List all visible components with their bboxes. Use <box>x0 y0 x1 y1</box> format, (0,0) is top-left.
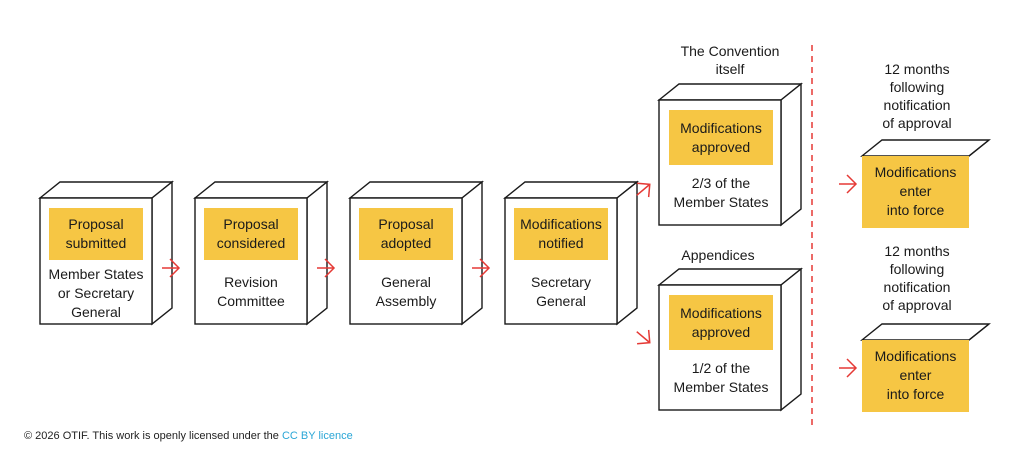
step-label-highlight <box>49 208 143 260</box>
result-arrow <box>839 358 858 378</box>
arrow-head <box>169 258 181 278</box>
step-label: Proposal <box>68 216 123 232</box>
result-highlight <box>862 156 969 228</box>
timing-text: 12 months <box>884 61 949 77</box>
cube-side <box>461 180 483 326</box>
result-label: Modifications <box>875 164 957 180</box>
step-description: General <box>71 304 121 320</box>
cube-top <box>348 181 484 199</box>
step-arrow <box>317 258 336 278</box>
branch-label: Modifications <box>680 120 762 136</box>
arrow-head <box>637 329 651 345</box>
cube-side <box>780 82 802 227</box>
result-label: into force <box>887 202 945 218</box>
step-description: Member States <box>49 266 144 282</box>
footer-text: © 2026 OTIF. This work is openly license… <box>24 430 282 442</box>
cube-side <box>780 267 802 412</box>
branch-description: 2/3 of the <box>692 175 751 191</box>
result-edge <box>968 139 990 157</box>
branch-description: 1/2 of the <box>692 360 751 376</box>
cube-top <box>38 181 174 199</box>
timing-text: of approval <box>882 297 951 313</box>
step-label: notified <box>538 235 583 251</box>
branch-label-highlight <box>669 110 773 165</box>
branch-arrow-down <box>636 329 651 345</box>
cube-top <box>657 268 803 286</box>
branch-label-highlight <box>669 295 773 350</box>
cube-top <box>503 181 639 199</box>
step-label: adopted <box>381 235 432 251</box>
cube-side <box>616 180 638 326</box>
arrow-shaft <box>636 331 650 343</box>
licence-link[interactable]: CC BY licence <box>281 430 353 442</box>
result-top <box>860 139 991 157</box>
step-arrow <box>162 258 181 278</box>
result-edge <box>968 323 990 341</box>
result-label: into force <box>887 386 945 402</box>
branch-label: approved <box>692 139 750 155</box>
result-label: Modifications <box>875 348 957 364</box>
branch-heading: Appendices <box>681 247 754 263</box>
footer: © 2026 OTIF. This work is openly license… <box>24 430 353 442</box>
result-top <box>860 323 991 341</box>
cube-top <box>193 181 329 199</box>
branch-description: Member States <box>674 194 769 210</box>
step-description: or Secretary <box>58 285 134 301</box>
timing-text: 12 months <box>884 243 949 259</box>
branch-label: approved <box>692 324 750 340</box>
step-description: Revision <box>224 274 278 290</box>
arrow-shaft <box>636 184 650 196</box>
timing-text: following <box>890 79 944 95</box>
step-label-highlight <box>204 208 298 260</box>
result-arrow <box>839 174 858 194</box>
step-label: submitted <box>66 235 127 251</box>
step-label: Proposal <box>223 216 278 232</box>
step-label-highlight <box>359 208 453 260</box>
branch-heading: itself <box>716 61 745 77</box>
branch-label: Modifications <box>680 305 762 321</box>
step-description: Committee <box>217 293 285 309</box>
cube-side <box>151 180 173 326</box>
cube-side <box>306 180 328 326</box>
result-label: enter <box>900 183 932 199</box>
timing-text: following <box>890 261 944 277</box>
step-description: General <box>536 293 586 309</box>
branch-arrow-up <box>636 182 651 198</box>
step-label-highlight <box>514 208 608 260</box>
timing-text: notification <box>884 97 951 113</box>
step-label: Modifications <box>520 216 602 232</box>
arrow-head <box>479 258 491 278</box>
arrow-head <box>846 174 858 194</box>
arrow-head <box>637 182 651 198</box>
step-label: Proposal <box>378 216 433 232</box>
step-arrow <box>472 258 491 278</box>
branch-heading: The Convention <box>681 43 780 59</box>
arrow-head <box>846 358 858 378</box>
result-highlight <box>862 340 969 412</box>
branch-description: Member States <box>674 379 769 395</box>
step-description: General <box>381 274 431 290</box>
arrow-head <box>324 258 336 278</box>
step-description: Assembly <box>376 293 437 309</box>
cube-top <box>657 83 803 101</box>
result-label: enter <box>900 367 932 383</box>
step-label: considered <box>217 235 286 251</box>
timing-text: notification <box>884 279 951 295</box>
step-description: Secretary <box>531 274 591 290</box>
timing-text: of approval <box>882 115 951 131</box>
